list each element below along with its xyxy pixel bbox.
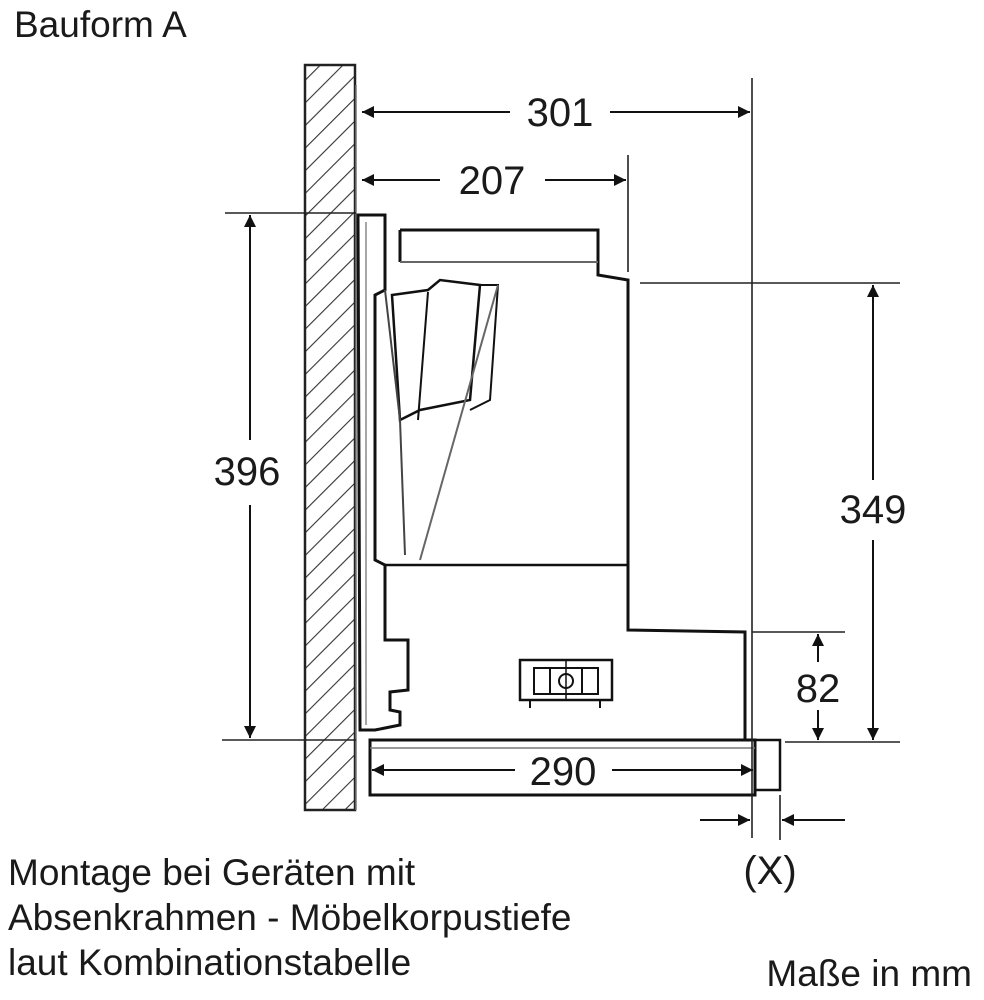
dim-396: 396 [214,450,281,494]
caption-line-1: Montage bei Geräten mit [8,852,416,893]
caption: Montage bei Geräten mit Absenkrahmen - M… [8,850,572,985]
caption-line-3: laut Kombinationstabelle [8,942,412,983]
caption-line-2: Absenkrahmen - Möbelkorpustiefe [8,897,572,938]
dim-290: 290 [530,750,597,794]
extension-lines [222,78,900,840]
dimension-lines [244,106,879,826]
dim-82: 82 [796,667,841,711]
dim-301: 301 [527,91,594,135]
dim-349: 349 [840,488,907,532]
units-note: Maße in mm [766,953,972,994]
front-panel [356,213,410,732]
dim-x: (X) [743,849,796,893]
diagram-title: Bauform A [14,4,187,45]
wall [303,63,357,812]
dim-207: 207 [459,159,526,203]
hood-body [384,228,747,740]
lowering-frame [368,738,782,797]
